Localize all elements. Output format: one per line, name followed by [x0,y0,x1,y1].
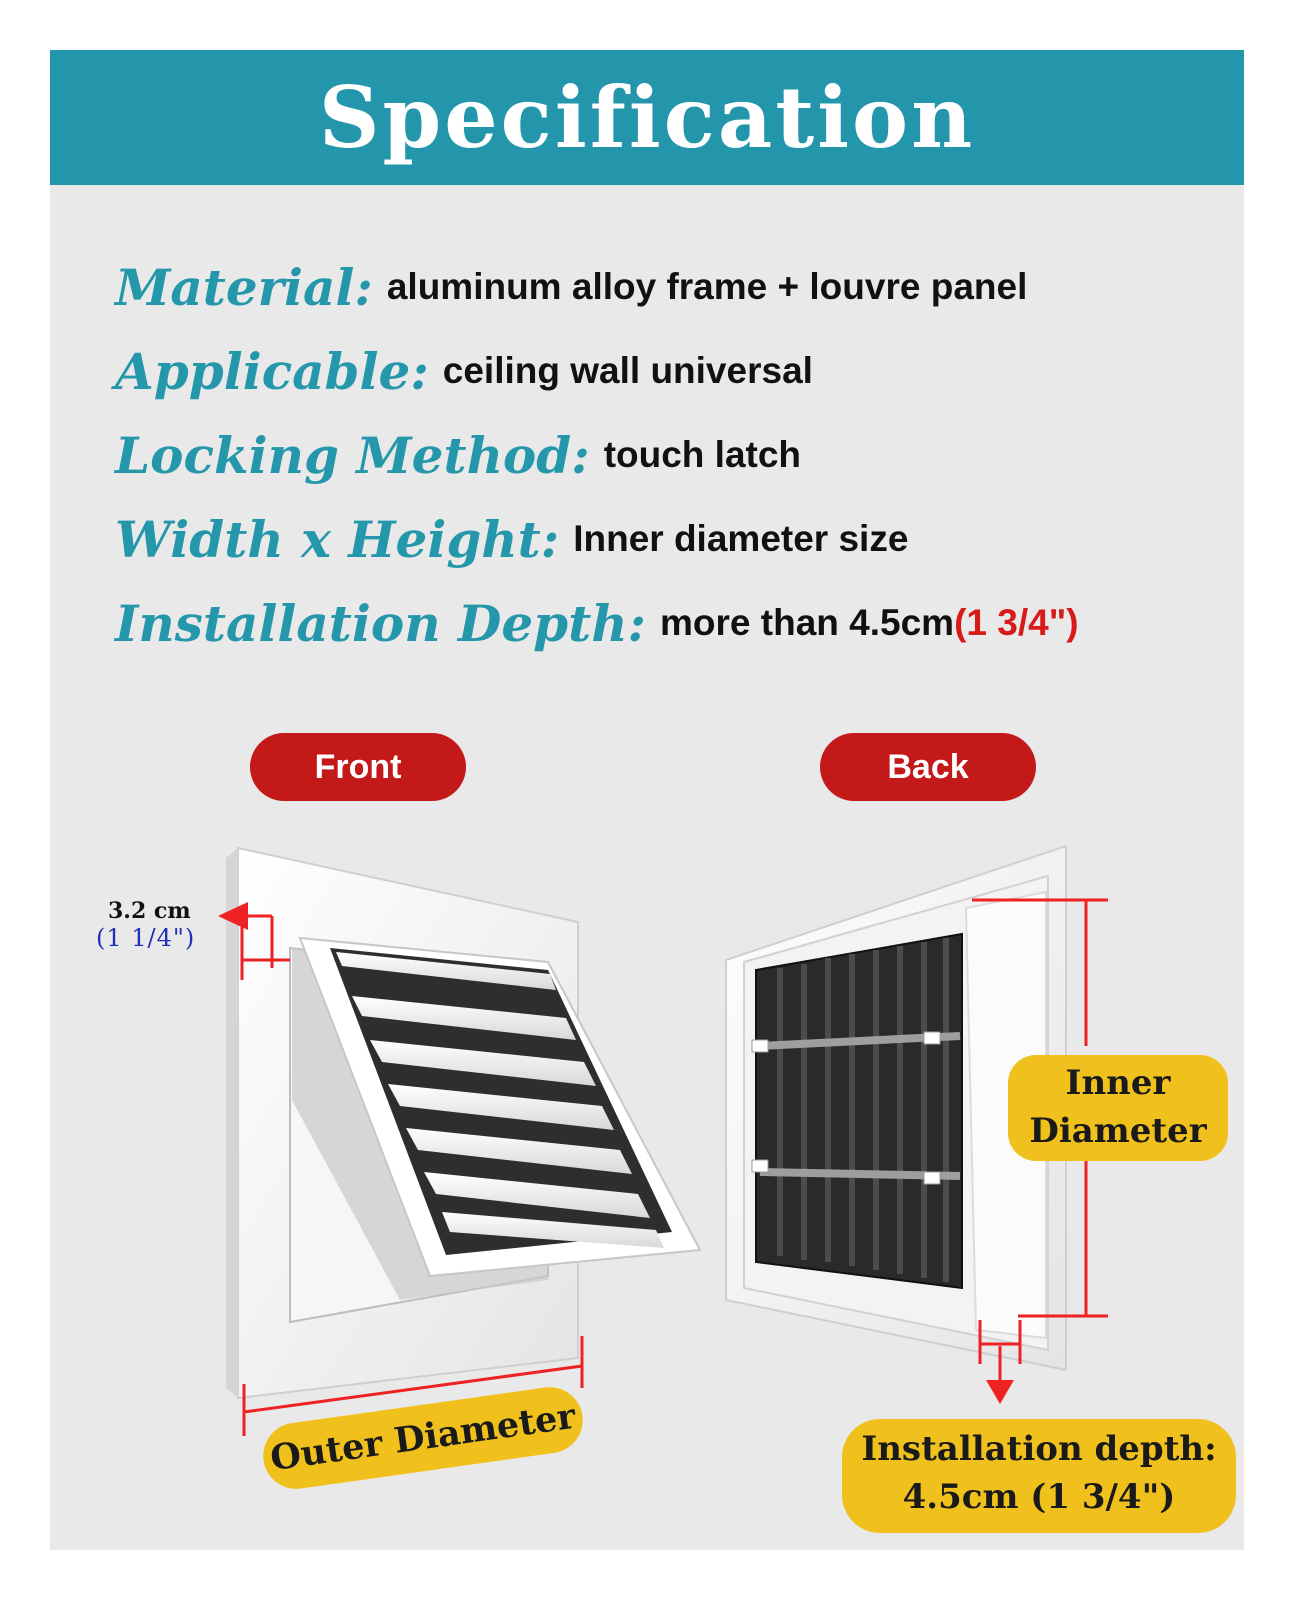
front-vent-image [218,846,702,1436]
spec-label-installation-depth: Installation Depth: [115,593,647,653]
title-banner: Specification [50,50,1244,185]
inner-diameter-line1: Inner [1065,1063,1171,1103]
spec-row-material: Material: aluminum alloy frame + louvre … [115,245,1195,329]
spec-value-applicable: ceiling wall universal [442,350,813,391]
thickness-metric-label: 3.2 cm [108,898,191,924]
spec-label-material: Material: [115,257,373,317]
spec-row-locking-method: Locking Method: touch latch [115,413,1195,497]
spec-label-locking-method: Locking Method: [115,425,590,485]
front-view-label: Front [250,733,466,801]
spec-value-installation-depth: more than 4.5cm [660,602,955,643]
spec-list: Material: aluminum alloy frame + louvre … [115,245,1195,665]
depth-marker [978,1320,1022,1380]
page-title: Specification [318,68,976,167]
thickness-arrow [218,902,248,930]
back-vent-image [725,844,1108,1404]
spec-value-material: aluminum alloy frame + louvre panel [386,266,1028,307]
spec-label-width-height: Width x Height: [115,509,560,569]
spec-label-applicable: Applicable: [115,341,429,401]
spec-row-installation-depth: Installation Depth: more than 4.5cm (1 3… [115,581,1195,665]
spec-accent-installation-depth: (1 3/4") [954,602,1079,643]
installation-depth-tag: Installation depth: 4.5cm (1 3/4") [842,1419,1236,1533]
spec-row-applicable: Applicable: ceiling wall universal [115,329,1195,413]
back-view-label: Back [820,733,1036,801]
spec-value-width-height: Inner diameter size [573,518,909,559]
filter-mesh [759,938,961,1282]
inner-diameter-line2: Diameter [1029,1111,1207,1151]
louvre-slats [336,952,664,1248]
inner-diameter-marker [972,898,1108,1318]
depth-arrow [986,1380,1014,1404]
spec-value-locking-method: touch latch [603,434,802,475]
outer-diameter-marker [242,1336,584,1436]
inner-diameter-tag: Inner Diameter [1008,1055,1228,1161]
installation-depth-line2: 4.5cm (1 3/4") [902,1477,1176,1517]
spec-row-width-height: Width x Height: Inner diameter size [115,497,1195,581]
thickness-imperial-label: (1 1/4") [96,924,196,952]
installation-depth-line1: Installation depth: [861,1429,1217,1469]
